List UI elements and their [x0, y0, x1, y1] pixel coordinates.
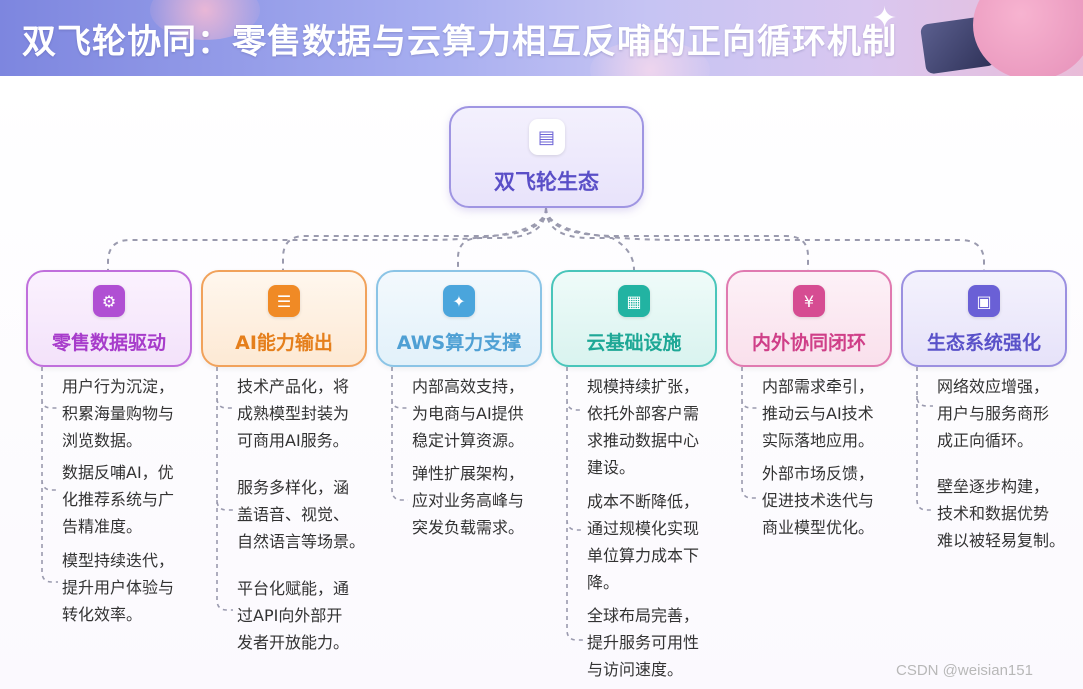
- branch-node-label: 内外协同闭环: [728, 328, 890, 355]
- bullet-connector-1: [42, 367, 58, 582]
- wrench-icon: ✦: [443, 285, 475, 317]
- bullet-connector-6: [917, 367, 933, 510]
- root-node-label: 双飞轮生态: [451, 166, 642, 196]
- bullet-text: 成本不断降低，通过规模化实现单位算力成本下降。: [587, 488, 699, 596]
- branch-node-label: AI能力输出: [203, 328, 365, 355]
- branch-node-cloud-infra: ▦ 云基础设施: [551, 270, 717, 367]
- bullet-connector-3: [392, 367, 408, 500]
- watermark: CSDN @weisian151: [896, 662, 1033, 679]
- bullet-text: 弹性扩展架构，应对业务高峰与突发负载需求。: [412, 460, 524, 541]
- branch-node-ecosystem: ▣ 生态系统强化: [901, 270, 1067, 367]
- branch-node-retail-data: ⚙ 零售数据驱动: [26, 270, 192, 367]
- bullet-connector-4: [567, 367, 583, 640]
- branch-node-aws-compute: ✦ AWS算力支撑: [376, 270, 542, 367]
- stack-icon: ☰: [268, 285, 300, 317]
- root-node: ▤ 双飞轮生态: [449, 106, 644, 208]
- bullet-text: 技术产品化，将成熟模型封装为可商用AI服务。: [237, 373, 349, 454]
- yen-icon: ¥: [793, 285, 825, 317]
- bullet-text: 模型持续迭代，提升用户体验与转化效率。: [62, 547, 174, 628]
- server-icon: ▦: [618, 285, 650, 317]
- bullet-connector-2: [217, 367, 233, 610]
- bullet-text: 数据反哺AI，优化推荐系统与广告精准度。: [62, 459, 174, 540]
- connector-to-branch-4: [546, 208, 634, 270]
- data-icon: ⚙: [93, 285, 125, 317]
- bullet-text: 壁垒逐步构建，技术和数据优势难以被轻易复制。: [937, 473, 1065, 554]
- bullet-text: 外部市场反馈，促进技术迭代与商业模型优化。: [762, 460, 874, 541]
- bullet-text: 内部需求牵引，推动云与AI技术实际落地应用。: [762, 373, 874, 454]
- book-icon: ▤: [529, 119, 565, 155]
- branch-node-label: 云基础设施: [553, 328, 715, 355]
- bullet-text: 内部高效支持，为电商与AI提供稳定计算资源。: [412, 373, 524, 454]
- bullet-text: 规模持续扩张，依托外部客户需求推动数据中心建设。: [587, 373, 699, 481]
- bullet-text: 用户行为沉淀，积累海量购物与浏览数据。: [62, 373, 174, 454]
- bullet-text: 服务多样化，涵盖语音、视觉、自然语言等场景。: [237, 474, 365, 555]
- branch-node-label: 零售数据驱动: [28, 328, 190, 355]
- bullet-connector-5: [742, 367, 758, 498]
- branch-node-synergy-loop: ¥ 内外协同闭环: [726, 270, 892, 367]
- bullet-text: 全球布局完善，提升服务可用性与访问速度。: [587, 602, 699, 683]
- branch-node-label: AWS算力支撑: [378, 328, 540, 355]
- branch-node-ai-output: ☰ AI能力输出: [201, 270, 367, 367]
- connector-to-branch-3: [458, 208, 546, 270]
- branch-node-label: 生态系统强化: [903, 328, 1065, 355]
- calendar-plus-icon: ▣: [968, 285, 1000, 317]
- bullet-text: 平台化赋能，通过API向外部开发者开放能力。: [237, 575, 349, 656]
- bullet-text: 网络效应增强，用户与服务商形成正向循环。: [937, 373, 1049, 454]
